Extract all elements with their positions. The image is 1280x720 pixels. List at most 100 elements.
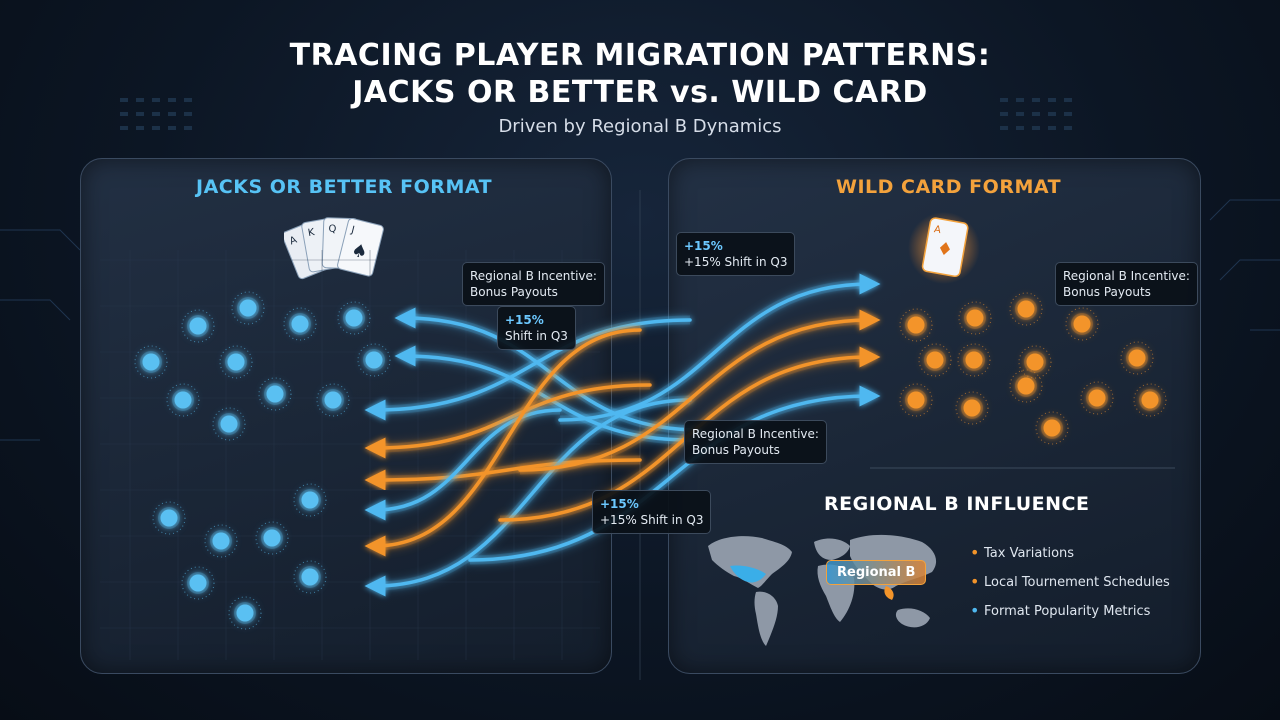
player-node-wild-ring <box>1133 383 1167 417</box>
grid-dot <box>152 98 160 102</box>
factor-label: Tax Variations <box>984 546 1075 561</box>
card-fan-icon: A K Q J♠ <box>284 217 384 280</box>
player-node-jacks <box>324 391 342 409</box>
circuit-trace <box>0 229 81 251</box>
player-node-wild-ring <box>918 343 952 377</box>
grid-dot <box>152 126 160 130</box>
player-node-wild-ring <box>1065 307 1099 341</box>
grid-dot <box>1032 98 1040 102</box>
player-node-jacks-ring <box>337 301 371 335</box>
player-node-wild <box>907 391 925 409</box>
grid-dot <box>136 98 144 102</box>
player-node-wild-ring <box>1009 292 1043 326</box>
svg-text:A: A <box>288 235 299 248</box>
svg-text:Q: Q <box>328 224 336 235</box>
player-node-jacks <box>365 351 383 369</box>
player-node-wild <box>1043 419 1061 437</box>
player-node-wild-ring <box>1080 381 1114 415</box>
player-node-jacks-ring <box>181 309 215 343</box>
grid-dot <box>168 98 176 102</box>
callout-line: Regional B Incentive: <box>692 427 819 441</box>
migration-flow-blue <box>364 408 562 521</box>
grid-dot <box>1032 112 1040 116</box>
callout-line: Bonus Payouts <box>692 443 780 457</box>
callout-line: Regional B Incentive: <box>470 269 597 283</box>
player-node-jacks-ring <box>166 383 200 417</box>
player-node-jacks <box>227 353 245 371</box>
player-node-wild-ring <box>955 391 989 425</box>
bullet-icon: • <box>970 543 980 562</box>
player-node-jacks <box>220 415 238 433</box>
grid-dot <box>184 98 192 102</box>
callout-left-shift: +15% Shift in Q3 <box>497 306 576 350</box>
page-title-line-2: JACKS OR BETTER vs. WILD CARD <box>352 75 928 110</box>
migration-flow-orange <box>518 309 881 472</box>
factor-label: Format Popularity Metrics <box>984 604 1151 619</box>
player-node-wild-ring <box>1009 369 1043 403</box>
callout-mid-incentive: Regional B Incentive: Bonus Payouts <box>684 420 827 464</box>
player-node-wild <box>1128 349 1146 367</box>
grid-dot <box>120 98 128 102</box>
influence-factor-list: •Tax Variations •Local Tournement Schedu… <box>970 543 1170 633</box>
player-node-jacks <box>174 391 192 409</box>
player-node-wild-ring <box>1120 341 1154 375</box>
grid-dot <box>120 112 128 116</box>
migration-flow-blue <box>364 318 692 421</box>
player-node-jacks <box>291 315 309 333</box>
grid-dot <box>1032 126 1040 130</box>
player-node-wild-ring <box>957 343 991 377</box>
player-node-wild <box>1017 300 1035 318</box>
player-node-jacks-ring <box>293 483 327 517</box>
player-node-jacks <box>189 574 207 592</box>
grid-dot <box>1016 112 1024 116</box>
factor-label: Local Tournement Schedules <box>984 575 1170 590</box>
svg-text:A: A <box>933 224 942 236</box>
player-node-jacks <box>189 317 207 335</box>
grid-dot <box>1064 126 1072 130</box>
svg-text:♠: ♠ <box>349 239 370 263</box>
svg-text:J: J <box>349 224 355 236</box>
grid-dot <box>120 126 128 130</box>
migration-flow-orange <box>364 328 642 557</box>
player-node-jacks-ring <box>228 596 262 630</box>
grid-dot <box>184 112 192 116</box>
wild-card-icon: A ♦ <box>908 212 980 284</box>
player-node-jacks <box>142 353 160 371</box>
callout-top-shift: +15% +15% Shift in Q3 <box>676 232 796 276</box>
player-node-jacks-ring <box>219 345 253 379</box>
regional-influence-title: REGIONAL B INFLUENCE <box>824 493 1090 515</box>
bullet-icon: • <box>970 601 980 620</box>
player-node-wild <box>1026 353 1044 371</box>
player-node-wild <box>1017 377 1035 395</box>
shift-percentage: +15% <box>684 239 723 253</box>
wild-card-title: WILD CARD FORMAT <box>836 176 1062 198</box>
player-node-jacks <box>239 299 257 317</box>
player-node-wild <box>1088 389 1106 407</box>
circuit-trace <box>0 299 71 321</box>
grid-dot <box>1000 98 1008 102</box>
player-node-wild-ring <box>899 383 933 417</box>
player-node-jacks <box>212 532 230 550</box>
migration-flow-blue <box>468 385 881 562</box>
player-node-wild <box>1141 391 1159 409</box>
callout-line: Bonus Payouts <box>1063 285 1151 299</box>
player-node-jacks-ring <box>231 291 265 325</box>
grid-dot <box>1064 98 1072 102</box>
grid-dot <box>168 112 176 116</box>
factor-item: •Local Tournement Schedules <box>970 574 1170 604</box>
grid-dot <box>1048 98 1056 102</box>
grid-dot <box>1000 126 1008 130</box>
callout-line: Shift in Q3 <box>505 329 568 343</box>
player-node-jacks <box>301 568 319 586</box>
callout-bottom-shift: +15% +15% Shift in Q3 <box>592 490 712 534</box>
svg-text:♦: ♦ <box>935 238 955 261</box>
callout-line: Bonus Payouts <box>470 285 558 299</box>
circuit-trace <box>1209 199 1280 221</box>
player-node-jacks-ring <box>316 383 350 417</box>
player-node-wild <box>926 351 944 369</box>
page-title-line-1: TRACING PLAYER MIGRATION PATTERNS: <box>289 38 991 73</box>
player-node-jacks <box>301 491 319 509</box>
grid-dot <box>1000 112 1008 116</box>
